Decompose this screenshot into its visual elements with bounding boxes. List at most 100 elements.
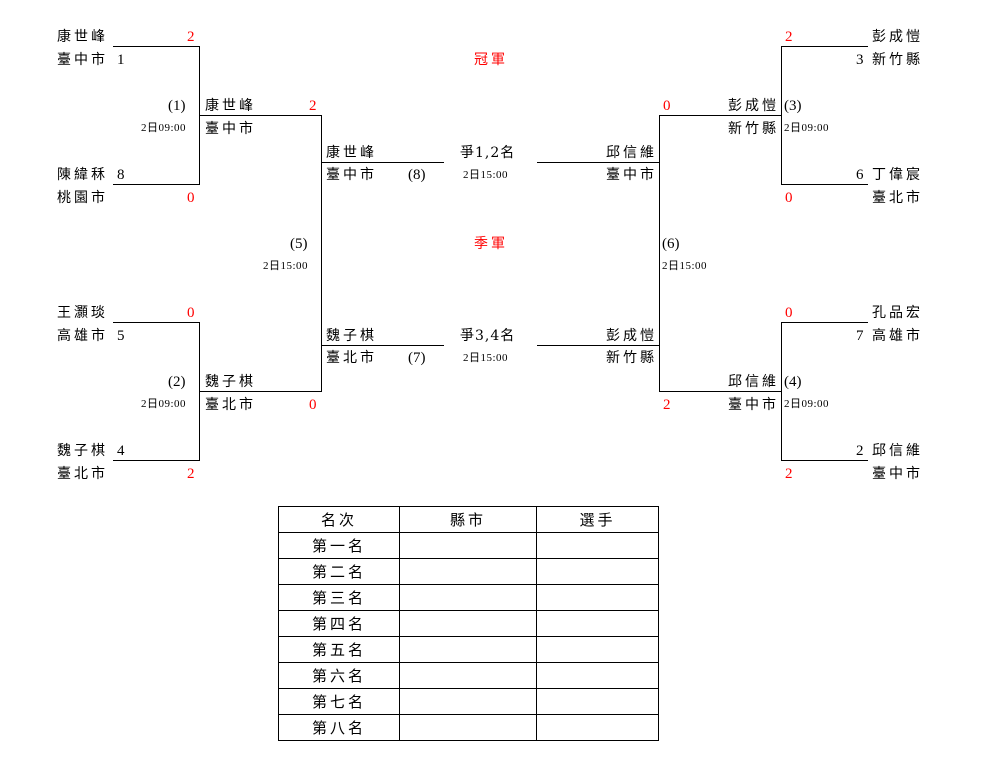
seed-number: 8 [117, 167, 125, 183]
player-name: 孔品宏 [872, 305, 923, 321]
player-name: 康世峰 [57, 29, 108, 45]
player-cell[interactable] [536, 636, 659, 663]
player-city: 高雄市 [57, 328, 108, 344]
player-cell[interactable] [536, 610, 659, 637]
city-cell[interactable] [399, 714, 537, 741]
bracket-line [781, 46, 782, 185]
bracket-line [537, 162, 659, 163]
third-place-match-title: 爭3,4名 [460, 328, 516, 344]
player-name: 魏子棋 [57, 443, 108, 459]
seed-number: 4 [117, 443, 125, 459]
player-cell[interactable] [536, 558, 659, 585]
match-score: 0 [663, 98, 671, 114]
player-city: 臺中市 [326, 167, 377, 183]
city-cell[interactable] [399, 636, 537, 663]
city-cell[interactable] [399, 662, 537, 689]
player-city: 臺北市 [326, 350, 377, 366]
city-cell[interactable] [399, 610, 537, 637]
final-title: 爭1,2名 [460, 145, 516, 161]
player-city: 臺北市 [872, 190, 923, 206]
rank-cell: 第八名 [278, 714, 400, 741]
player-cell[interactable] [536, 662, 659, 689]
bracket-line [113, 46, 200, 47]
seed-number: 5 [117, 328, 125, 344]
city-cell[interactable] [399, 558, 537, 585]
bracket-line [781, 46, 868, 47]
bracket-line [659, 115, 781, 116]
player-name: 彭成愷 [728, 98, 779, 114]
player-name: 邱信維 [872, 443, 923, 459]
match-score: 2 [187, 29, 195, 45]
player-city: 新竹縣 [606, 350, 657, 366]
bracket-line [781, 322, 868, 323]
match-time: 2日09:00 [141, 122, 187, 134]
player-city: 新竹縣 [728, 121, 779, 137]
ranking-table: 名次 縣市 選手 第一名 第二名 第三名 第四名 第五名 第六名 第七名 第八名 [278, 506, 659, 741]
seed-number: 1 [117, 52, 125, 68]
table-row: 第二名 [278, 558, 659, 585]
match-score: 2 [663, 397, 671, 413]
rank-cell: 第四名 [278, 610, 400, 637]
seed-number: 6 [856, 167, 864, 183]
table-row: 第一名 [278, 532, 659, 559]
player-cell[interactable] [536, 532, 659, 559]
rank-cell: 第三名 [278, 584, 400, 611]
player-cell[interactable] [536, 714, 659, 741]
player-city: 臺北市 [205, 397, 256, 413]
city-cell[interactable] [399, 688, 537, 715]
player-city: 臺中市 [872, 466, 923, 482]
third-place-title: 季軍 [474, 236, 508, 252]
table-row: 第七名 [278, 688, 659, 715]
champion-title: 冠軍 [474, 52, 508, 68]
match-time: 2日15:00 [263, 260, 309, 272]
player-name: 彭成愷 [606, 328, 657, 344]
bracket-line [659, 391, 781, 392]
bracket-line [199, 391, 321, 392]
table-header-row: 名次 縣市 選手 [278, 506, 659, 533]
player-city: 高雄市 [872, 328, 923, 344]
player-city: 臺中市 [205, 121, 256, 137]
bracket-line [113, 460, 200, 461]
table-row: 第八名 [278, 714, 659, 741]
match-label: (2) [168, 374, 186, 390]
player-city: 臺中市 [606, 167, 657, 183]
rank-cell: 第一名 [278, 532, 400, 559]
seed-number: 2 [856, 443, 864, 459]
match-time: 2日15:00 [463, 169, 509, 181]
rank-cell: 第五名 [278, 636, 400, 663]
rank-cell: 第七名 [278, 688, 400, 715]
seed-number: 7 [856, 328, 864, 344]
match-time: 2日15:00 [463, 352, 509, 364]
bracket-line [113, 322, 200, 323]
match-score: 0 [785, 190, 793, 206]
bracket-line [781, 184, 868, 185]
match-time: 2日09:00 [141, 398, 187, 410]
match-label: (1) [168, 98, 186, 114]
table-row: 第六名 [278, 662, 659, 689]
player-city: 桃園市 [57, 190, 108, 206]
bracket-line [321, 115, 322, 392]
rank-cell: 第六名 [278, 662, 400, 689]
bracket-line [781, 322, 782, 461]
match-label: (5) [290, 236, 308, 252]
player-cell[interactable] [536, 688, 659, 715]
match-time: 2日09:00 [784, 398, 830, 410]
player-name: 丁偉宸 [872, 167, 923, 183]
match-score: 0 [785, 305, 793, 321]
seed-number: 3 [856, 52, 864, 68]
table-row: 第四名 [278, 610, 659, 637]
bracket-line [537, 345, 659, 346]
match-label: (4) [784, 374, 802, 390]
player-name: 彭成愷 [872, 29, 923, 45]
city-cell[interactable] [399, 584, 537, 611]
match-score: 0 [309, 397, 317, 413]
player-name: 康世峰 [205, 98, 256, 114]
player-city: 臺中市 [728, 397, 779, 413]
table-row: 第三名 [278, 584, 659, 611]
match-score: 2 [785, 466, 793, 482]
player-cell[interactable] [536, 584, 659, 611]
city-cell[interactable] [399, 532, 537, 559]
player-name: 康世峰 [326, 145, 377, 161]
match-label: (6) [662, 236, 680, 252]
player-name: 陳緯秝 [57, 167, 108, 183]
